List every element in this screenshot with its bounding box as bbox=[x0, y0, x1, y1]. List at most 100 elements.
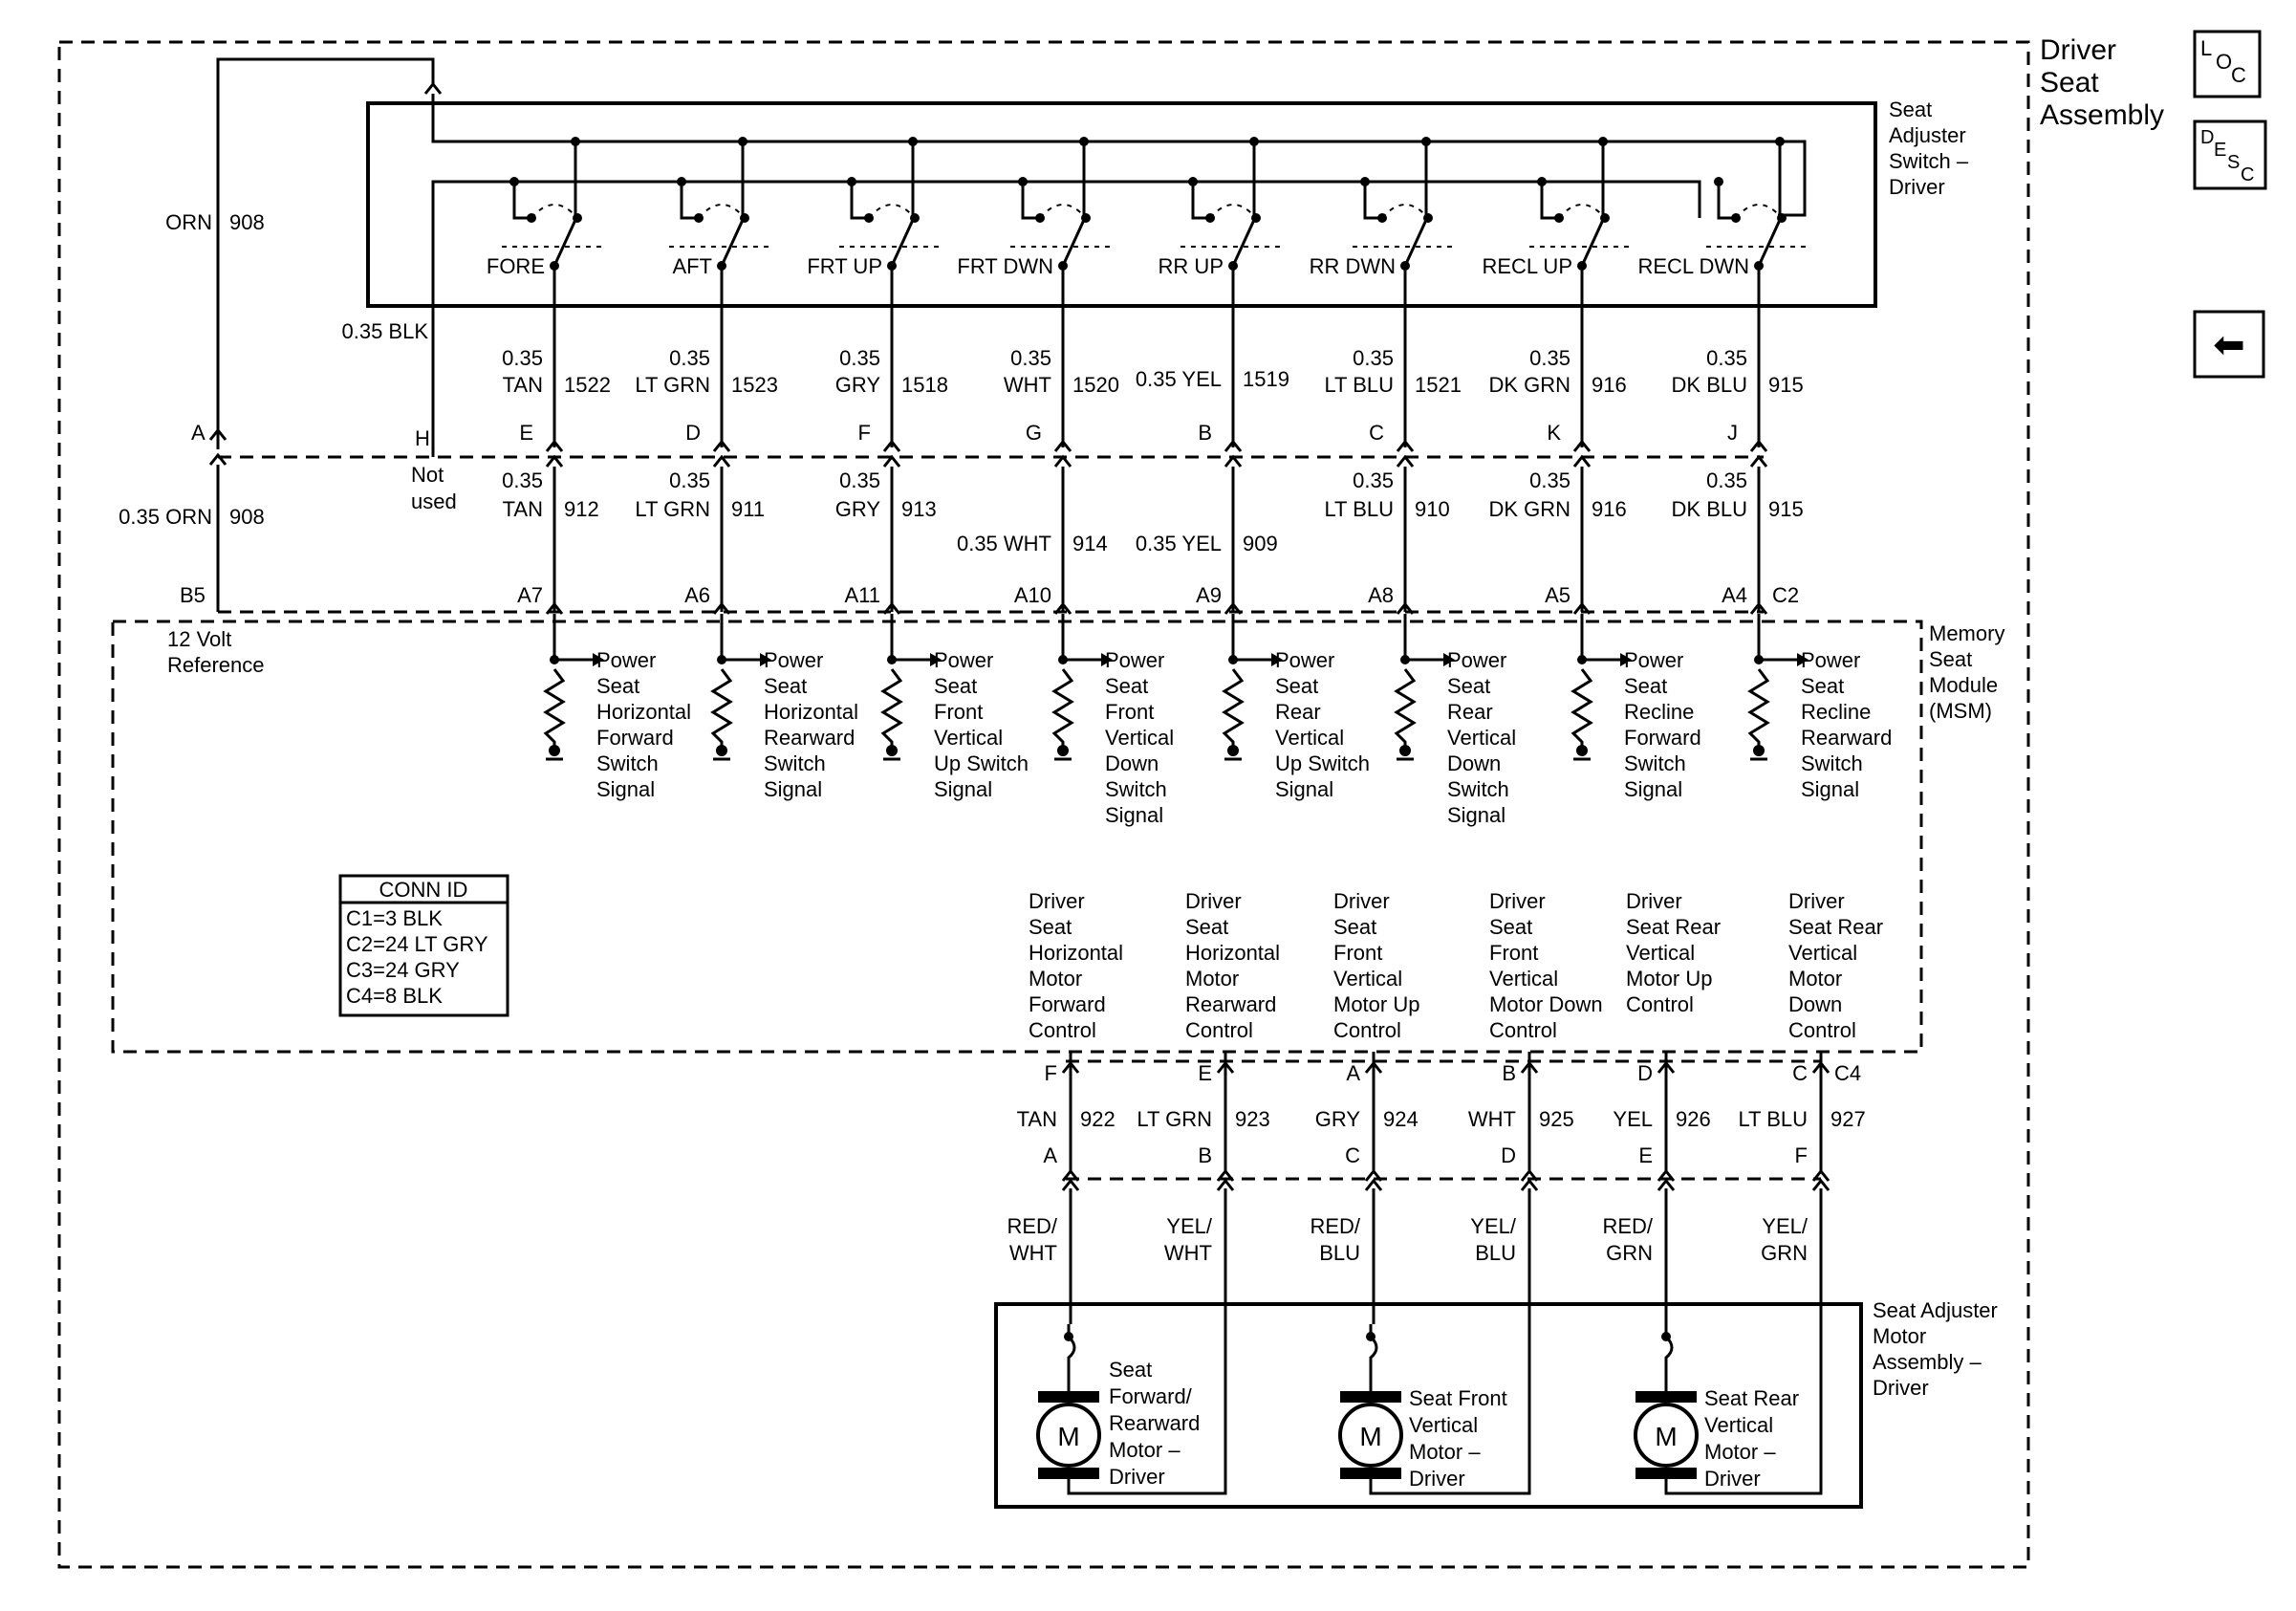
msm-arrow-icon bbox=[1620, 653, 1632, 666]
msm-pin: E bbox=[1198, 1061, 1212, 1085]
control-wire-color: TAN bbox=[1017, 1107, 1057, 1131]
switch-name-5: RR DWN bbox=[1310, 254, 1396, 278]
control-wire-color: WHT bbox=[1468, 1107, 1516, 1131]
motor-return-wire bbox=[1664, 1188, 1823, 1495]
connector-pin-mark bbox=[1520, 1060, 1539, 1074]
switch-name-0: FORE bbox=[487, 254, 545, 278]
motor-control-label-1: Rearward bbox=[1185, 992, 1276, 1016]
junction-dot bbox=[1360, 177, 1370, 186]
switch-arc bbox=[868, 204, 916, 219]
motor-control-label-5: Driver bbox=[1788, 889, 1845, 913]
motor-control-label-2: Seat bbox=[1333, 915, 1376, 939]
upper-circuit: 1519 bbox=[1243, 367, 1289, 391]
assembly-title: Seat bbox=[2040, 67, 2099, 98]
motor-label-1: Seat Front bbox=[1409, 1386, 1507, 1410]
connector-pin-mark bbox=[1224, 454, 1243, 468]
conn-id-row: C1=3 BLK bbox=[346, 906, 443, 930]
junction-dot bbox=[847, 177, 856, 186]
pin-top: C bbox=[1369, 421, 1384, 445]
upper-circuit: 1520 bbox=[1072, 373, 1119, 397]
upper-circuit: 916 bbox=[1592, 373, 1627, 397]
pin-bot: A9 bbox=[1196, 583, 1222, 607]
loc-button-frame bbox=[2193, 30, 2262, 98]
motor-control-label-3: Seat bbox=[1489, 915, 1532, 939]
connector-pin-mark bbox=[1364, 1178, 1383, 1191]
motor-wire-color: WHT bbox=[1164, 1241, 1212, 1265]
motor-label-2: Driver bbox=[1704, 1467, 1761, 1491]
switch-signal-0: Signal bbox=[596, 777, 655, 801]
switch-signal-7: Switch bbox=[1801, 751, 1863, 775]
switch-contact-right bbox=[1082, 142, 1086, 220]
ground-icon bbox=[549, 745, 560, 756]
junction-dot bbox=[1018, 177, 1028, 186]
control-wire-color: LT GRN bbox=[1137, 1107, 1212, 1131]
msm-arrow-icon bbox=[1271, 653, 1283, 666]
switch-contact-left bbox=[1363, 182, 1382, 220]
motor-control-label-1: Motor bbox=[1185, 967, 1239, 991]
motor-control-label-5: Control bbox=[1788, 1018, 1856, 1042]
msm-pin: F bbox=[1045, 1061, 1057, 1085]
connector-pin-mark bbox=[1811, 1178, 1830, 1191]
connector-pin-mark bbox=[1053, 454, 1072, 468]
assembly-title: Assembly bbox=[2040, 99, 2164, 131]
connector-pin-mark bbox=[1749, 439, 1768, 452]
upper-color: 0.35 YEL bbox=[1136, 367, 1222, 391]
connector-pin-mark bbox=[712, 454, 731, 468]
ref-wire-lower-color: 0.35 ORN bbox=[119, 505, 212, 529]
loc-letter: O bbox=[2216, 50, 2232, 74]
switch-name-6: RECL UP bbox=[1482, 254, 1572, 278]
motor-box-label: Assembly – bbox=[1873, 1350, 1982, 1374]
switch-signal-5: Vertical bbox=[1447, 726, 1516, 750]
junction-dot bbox=[1421, 137, 1431, 146]
junction-dot bbox=[1775, 137, 1785, 146]
upper-color: DK GRN bbox=[1488, 373, 1570, 397]
back-button[interactable]: ⬅ bbox=[2193, 310, 2265, 379]
switch-signal-3: Seat bbox=[1105, 674, 1148, 698]
upper-gauge: 0.35 bbox=[1353, 346, 1394, 370]
switch-contact-left bbox=[1717, 182, 1736, 220]
control-wire-circuit: 925 bbox=[1539, 1107, 1574, 1131]
switch-signal-2: Vertical bbox=[934, 726, 1003, 750]
upper-circuit: 915 bbox=[1768, 373, 1804, 397]
pin-bot: A4 bbox=[1722, 583, 1747, 607]
motor-control-label-1: Driver bbox=[1185, 889, 1242, 913]
motor-control-label-0: Motor bbox=[1029, 967, 1082, 991]
motor-label-0: Motor – bbox=[1109, 1438, 1180, 1462]
connector-pin-mark bbox=[1216, 1168, 1235, 1182]
upper-color: LT GRN bbox=[635, 373, 710, 397]
motor-wire-color: GRN bbox=[1606, 1241, 1653, 1265]
switch-box-label: Seat bbox=[1889, 98, 1932, 121]
resistor-icon bbox=[710, 668, 733, 751]
ref-connector-bot bbox=[208, 452, 227, 466]
switch-signal-5: Power bbox=[1447, 648, 1506, 672]
switch-signal-5: Rear bbox=[1447, 700, 1493, 724]
junction-dot bbox=[509, 177, 519, 186]
motor-control-label-0: Driver bbox=[1029, 889, 1085, 913]
motor-control-label-1: Seat bbox=[1185, 915, 1228, 939]
seat-adjuster-motor-assembly-box bbox=[994, 1302, 1863, 1509]
connector-pin-mark bbox=[1396, 439, 1415, 452]
motor-control-label-4: Vertical bbox=[1626, 941, 1695, 965]
msm-arrow-icon bbox=[760, 653, 771, 666]
switch-signal-6: Seat bbox=[1624, 674, 1667, 698]
back-button-frame bbox=[2193, 310, 2265, 379]
motor-label-1: Vertical bbox=[1409, 1413, 1478, 1437]
switch-signal-0: Switch bbox=[596, 751, 659, 775]
motor-control-label-4: Control bbox=[1626, 992, 1694, 1016]
junction-dot bbox=[1079, 137, 1089, 146]
junction-dot bbox=[908, 137, 918, 146]
lower-color: DK BLU bbox=[1672, 497, 1747, 521]
msm-pin: B bbox=[1502, 1061, 1516, 1085]
pin-bot: A10 bbox=[1014, 583, 1051, 607]
loc-letter: C bbox=[2231, 63, 2246, 87]
lower-color: LT BLU bbox=[1324, 497, 1394, 521]
msm-arrow-icon bbox=[593, 653, 604, 666]
ref-pin-top: A bbox=[191, 421, 206, 445]
switch-contact-right bbox=[1252, 142, 1256, 220]
connector-pin-mark bbox=[1224, 601, 1243, 615]
switch-name-2: FRT UP bbox=[807, 254, 882, 278]
switch-contact-right bbox=[741, 142, 745, 220]
loc-button[interactable]: LOC bbox=[2193, 30, 2262, 98]
